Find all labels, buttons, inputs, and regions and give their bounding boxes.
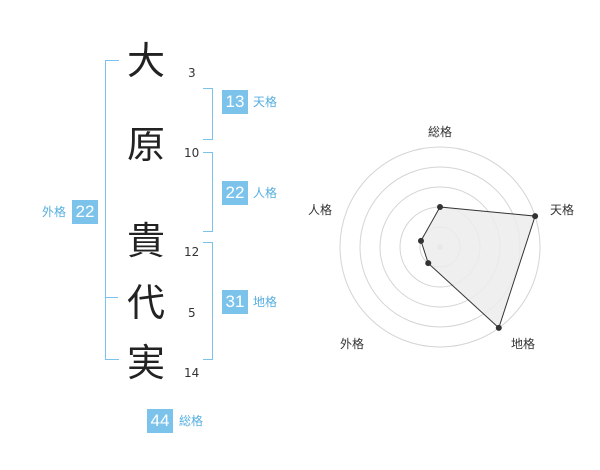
tenkaku-bracket <box>203 88 213 140</box>
chikaku-bracket <box>203 242 213 360</box>
jinkaku-label: 人格 <box>253 186 278 200</box>
radar-axis-label-chikaku: 地格 <box>511 337 536 351</box>
gaikaku-label: 外格 <box>42 205 67 219</box>
tenkaku-label: 天格 <box>253 95 278 109</box>
radar-area <box>420 206 536 329</box>
chikaku-value: 31 <box>222 290 248 314</box>
jinkaku-value: 22 <box>222 181 248 205</box>
name-char-3: 貴 <box>126 219 165 263</box>
radar-axis-label-gaikaku: 外格 <box>340 337 365 351</box>
radar-ring-5 <box>339 146 541 348</box>
stroke-count-2: 10 <box>184 146 200 160</box>
chikaku-label: 地格 <box>253 295 278 309</box>
radar-axis-label-tenkaku: 天格 <box>550 203 575 217</box>
radar-point-4 <box>425 260 432 267</box>
gaikaku-value: 22 <box>72 200 98 224</box>
soukaku-label: 総格 <box>179 414 204 428</box>
name-char-4: 代 <box>126 281 165 325</box>
stroke-count-1: 3 <box>188 66 196 80</box>
radar-point-3 <box>495 324 502 331</box>
tenkaku-value: 13 <box>222 90 248 114</box>
radar-point-5 <box>417 237 424 244</box>
radar-point-2 <box>532 213 539 220</box>
radar-axis-label-soukaku: 総格 <box>428 125 453 139</box>
gaikaku-bracket-tick <box>105 297 118 298</box>
name-char-2: 原 <box>126 123 165 167</box>
stroke-count-3: 12 <box>184 245 200 259</box>
stroke-count-4: 5 <box>188 306 196 320</box>
stroke-count-5: 14 <box>184 366 200 380</box>
gaikaku-bracket <box>105 60 119 360</box>
radar-point-1 <box>437 204 443 210</box>
name-char-1: 大 <box>126 39 165 83</box>
radar-axis-label-jinkaku: 人格 <box>308 203 333 217</box>
soukaku-value: 44 <box>147 409 173 433</box>
jinkaku-bracket <box>203 152 213 232</box>
name-char-5: 実 <box>126 341 165 385</box>
